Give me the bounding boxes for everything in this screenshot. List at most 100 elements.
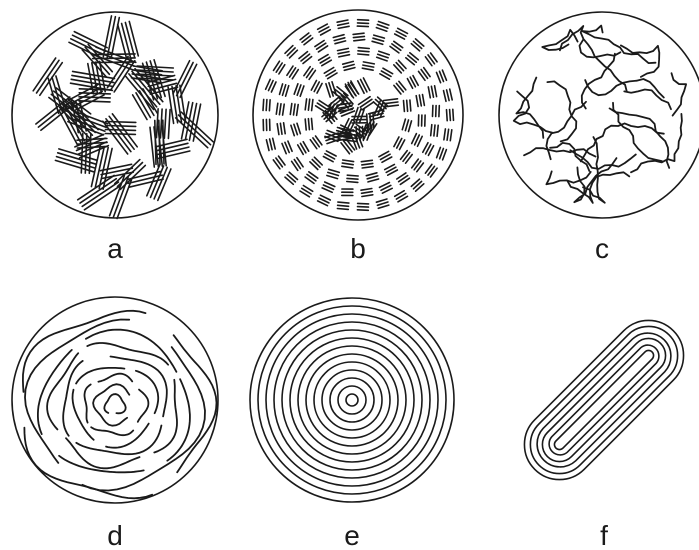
short-bundle-26	[425, 53, 437, 66]
short-bundle-27	[437, 70, 447, 83]
wavy-arc-7	[73, 390, 94, 440]
short-bundle-50	[406, 53, 419, 65]
short-bundle-61	[298, 142, 309, 155]
short-bundle-49	[390, 41, 403, 53]
short-bundle-71	[407, 76, 418, 89]
short-bundle-38	[292, 158, 304, 171]
wandering-curve-11	[624, 90, 671, 110]
concentric-circle-1	[338, 386, 366, 414]
short-bundle-82	[311, 80, 322, 93]
short-bundle-74	[394, 137, 405, 150]
short-bundle-13	[266, 138, 275, 150]
wavy-arc-6	[106, 424, 149, 448]
panel-d-label: d	[107, 520, 123, 550]
short-bundle-42	[280, 84, 289, 96]
panel-c: c	[499, 12, 699, 264]
short-bundle-79	[310, 136, 322, 149]
core-bundle-118	[326, 82, 336, 97]
short-bundle-30	[423, 143, 434, 156]
stadium-outline-1	[549, 345, 659, 455]
concentric-circle-12	[250, 298, 454, 502]
wandering-curve-14	[672, 73, 687, 115]
wavy-arc-3	[138, 390, 149, 422]
panel-b-label: b	[350, 233, 366, 264]
short-bundle-16	[266, 79, 276, 92]
wandering-curve-21	[621, 45, 659, 77]
short-bundle-66	[319, 55, 332, 66]
short-bundle-88	[404, 100, 411, 112]
wavy-arc-12	[111, 357, 167, 417]
short-bundle-22	[357, 20, 368, 27]
short-bundle-41	[276, 103, 284, 115]
short-bundle-43	[287, 66, 298, 79]
short-bundle-76	[361, 160, 373, 168]
short-bundle-20	[318, 24, 331, 35]
short-bundle-62	[291, 123, 301, 135]
short-bundle-86	[380, 68, 393, 79]
short-bundle-6	[376, 199, 388, 208]
short-bundle-78	[323, 151, 336, 162]
short-bundle-33	[380, 183, 393, 194]
short-bundle-15	[263, 99, 270, 110]
short-bundle-77	[342, 160, 354, 168]
wavy-arc-1	[93, 384, 129, 426]
short-bundle-87	[394, 81, 406, 94]
short-bundle-17	[274, 61, 285, 74]
short-bundle-37	[305, 172, 318, 184]
panel-b: b	[253, 10, 463, 264]
short-bundle-57	[366, 173, 378, 182]
panel-a-random-line-bundles	[33, 16, 213, 219]
short-bundle-4	[411, 179, 424, 191]
wavy-arc-2	[98, 374, 132, 382]
short-bundle-56	[385, 164, 398, 175]
short-bundle-52	[428, 86, 436, 98]
panel-f-nested-stadium	[524, 320, 683, 479]
short-bundle-18	[285, 46, 297, 58]
short-bundle-72	[416, 95, 424, 107]
stadium-outline-5	[524, 320, 683, 479]
short-bundle-55	[401, 151, 413, 164]
short-bundle-11	[285, 172, 298, 184]
panel-e-label: e	[344, 520, 360, 550]
short-bundle-53	[433, 105, 440, 116]
panel-f-label: f	[600, 520, 608, 550]
short-bundle-7	[357, 203, 368, 210]
short-bundle-12	[273, 156, 285, 169]
concentric-circle-3	[322, 370, 382, 430]
short-bundle-80	[305, 118, 312, 130]
wavy-arc-17	[167, 379, 190, 461]
short-bundle-28	[444, 89, 453, 101]
panel-a: a	[12, 12, 218, 264]
core-bundle-114	[373, 97, 388, 111]
core-bundle-104	[358, 78, 370, 93]
concentric-circle-0	[346, 394, 358, 406]
concentric-circle-5	[306, 354, 398, 446]
short-bundle-45	[315, 41, 328, 52]
short-bundle-3	[425, 164, 437, 177]
short-bundle-9	[318, 195, 331, 206]
concentric-circle-4	[314, 362, 390, 438]
wavy-arc-10	[76, 426, 161, 455]
short-bundle-68	[358, 48, 369, 55]
short-bundle-64	[294, 84, 304, 97]
short-bundle-75	[379, 151, 392, 162]
wavy-arc-0	[104, 394, 125, 413]
short-bundle-8	[337, 202, 349, 209]
short-bundle-63	[290, 104, 298, 116]
short-bundle-35	[342, 189, 353, 196]
concentric-circle-2	[330, 378, 374, 422]
short-bundle-69	[377, 51, 390, 61]
concentric-circle-11	[258, 306, 446, 494]
short-bundle-5	[395, 191, 408, 202]
wavy-arc-25	[174, 335, 217, 472]
short-bundle-14	[263, 119, 270, 130]
stadium-outline-2	[542, 338, 665, 461]
panel-f: f	[524, 320, 683, 550]
short-bundle-1	[444, 129, 452, 141]
short-bundle-2	[437, 147, 447, 160]
wandering-curve-17	[631, 114, 682, 172]
short-bundle-54	[412, 134, 423, 147]
short-bundle-29	[431, 125, 439, 137]
wavy-arc-5	[85, 385, 91, 423]
